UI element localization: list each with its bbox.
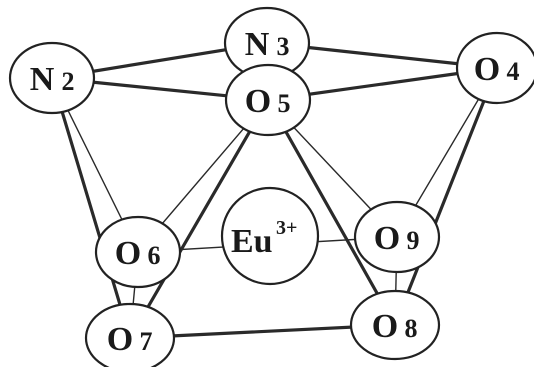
atom-element-O4: O bbox=[474, 51, 500, 88]
atom-index-O9: 9 bbox=[407, 226, 420, 255]
atom-index-N2: 2 bbox=[62, 67, 75, 96]
atom-index-N3: 3 bbox=[277, 32, 290, 61]
atom-element-O7: O bbox=[107, 321, 133, 358]
bond-N2-O7 bbox=[50, 76, 132, 340]
atom-index-O8: 8 bbox=[405, 314, 418, 343]
center-ion-symbol: Eu bbox=[231, 223, 273, 260]
atom-circle-O6 bbox=[94, 215, 182, 289]
atom-circle-O4 bbox=[455, 31, 534, 105]
atom-circle-O7 bbox=[84, 302, 176, 367]
atom-index-O5: 5 bbox=[278, 89, 291, 118]
center-ion-charge: 3+ bbox=[276, 217, 297, 239]
atom-index-O4: 4 bbox=[507, 57, 520, 86]
atom-element-N3: N bbox=[245, 26, 270, 63]
bond-O4-O8 bbox=[393, 66, 499, 327]
atom-circle-N2 bbox=[8, 41, 96, 115]
atom-circle-O5 bbox=[224, 63, 312, 137]
atom-element-O6: O bbox=[115, 235, 141, 272]
bond-O5-O7 bbox=[128, 98, 270, 340]
atom-index-O6: 6 bbox=[148, 241, 161, 270]
atom-index-O7: 7 bbox=[140, 327, 153, 356]
center-ion-node: Eu 3+ bbox=[220, 186, 320, 286]
atom-element-O9: O bbox=[374, 220, 400, 257]
atom-circle-O9 bbox=[353, 200, 441, 274]
bond-O5-O8 bbox=[266, 98, 397, 327]
atom-element-O8: O bbox=[372, 308, 398, 345]
atom-circle-O8 bbox=[349, 289, 441, 361]
atom-element-O5: O bbox=[245, 83, 271, 120]
center-ion-circle bbox=[220, 186, 320, 286]
atom-element-N2: N bbox=[30, 61, 55, 98]
